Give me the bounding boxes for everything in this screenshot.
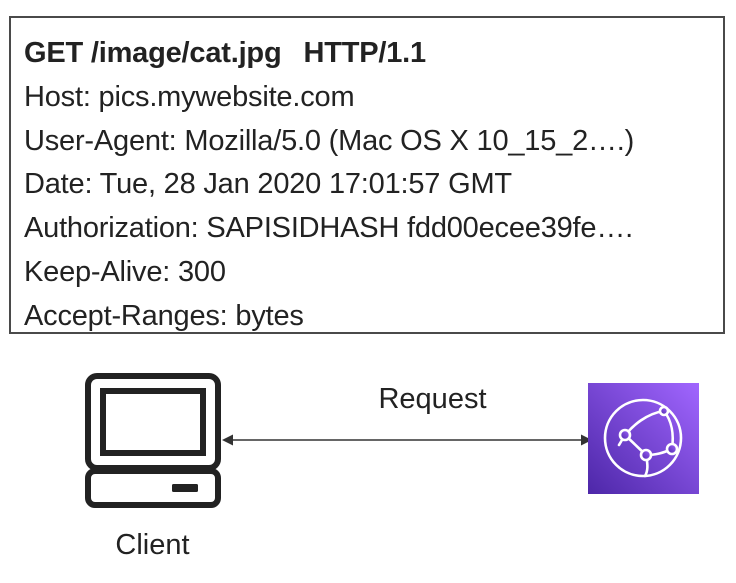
http-request-box: GET /image/cat.jpg HTTP/1.1 Host: pics.my… — [9, 16, 725, 334]
cloudfront-icon — [588, 383, 699, 494]
request-protocol: HTTP/1.1 — [303, 37, 426, 69]
client-label: Client — [115, 529, 190, 561]
header-authorization: Authorization: SAPISIDHASH fdd00ecee39fe… — [24, 212, 633, 245]
header-accept-ranges: Accept-Ranges: bytes — [24, 299, 304, 332]
header-host: Host: pics.mywebsite.com — [24, 80, 355, 113]
request-arrow — [222, 434, 592, 446]
header-user-agent: User-Agent: Mozilla/5.0 (Mac OS X 10_15_… — [24, 124, 635, 157]
header-date: Date: Tue, 28 Jan 2020 17:01:57 GMT — [24, 168, 512, 201]
request-label: Request — [378, 383, 487, 415]
request-path: /image/cat.jpg — [90, 37, 282, 69]
laptop-icon — [85, 373, 221, 508]
cloudfront-edge-tile — [588, 383, 699, 494]
header-keep-alive: Keep-Alive: 300 — [24, 255, 226, 288]
request-line: GET /image/cat.jpg HTTP/1.1 — [24, 32, 723, 76]
request-method: GET — [24, 37, 84, 69]
